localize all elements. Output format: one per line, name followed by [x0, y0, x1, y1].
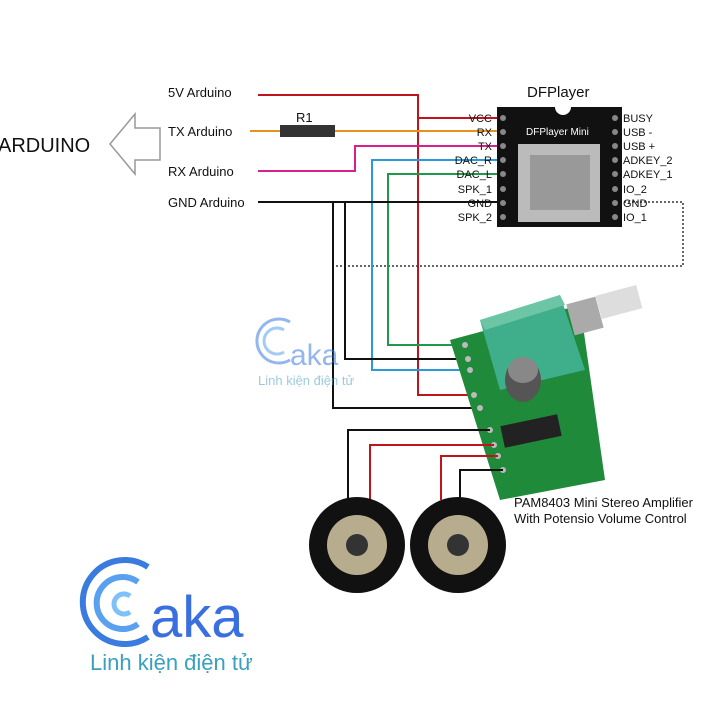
resistor-label: R1	[296, 110, 313, 125]
dac-l-wire	[387, 173, 500, 346]
df-pin-dac-l: DAC_L	[457, 169, 492, 181]
amp-caption-2: With Potensio Volume Control	[514, 511, 687, 526]
pam8403-board	[450, 284, 643, 500]
rx-wire	[258, 145, 500, 172]
watermark-brand: aka	[290, 339, 339, 372]
df-pin-io1: IO_1	[623, 212, 647, 224]
dfplayer-pins	[500, 115, 618, 220]
df-pin-dac-r: DAC_R	[455, 155, 492, 167]
speaker-left-pos-wire	[369, 444, 494, 500]
df-pin-adkey1: ADKEY_1	[623, 169, 673, 181]
arduino-label: ARDUINO	[0, 135, 90, 157]
vcc-wire	[258, 94, 500, 119]
speaker-left-icon	[309, 497, 405, 593]
df-pin-spk2: SPK_2	[458, 212, 492, 224]
sd-slot-inner	[530, 155, 590, 210]
df-pin-vcc: VCC	[469, 113, 492, 125]
df-pin-rx: RX	[477, 127, 493, 139]
vcc-amp-wire	[417, 118, 472, 396]
arduino-arrow-icon	[109, 111, 161, 177]
pin-label-gnd: GND Arduino	[168, 195, 245, 210]
gnd-amp-wire	[332, 202, 480, 409]
gnd-dotted-wire	[333, 201, 684, 267]
pin-label-rx: RX Arduino	[168, 164, 234, 179]
df-pin-usb-plus: USB +	[623, 141, 655, 153]
watermark-logo: aka Linh kiện điện tử	[255, 317, 354, 388]
df-pin-io2: IO_2	[623, 184, 647, 196]
brand-logo: aka Linh kiện điện tử	[79, 557, 253, 675]
brand-tagline: Linh kiện điện tử	[90, 650, 253, 675]
df-pin-gnd: GND	[468, 198, 493, 210]
dfplayer-chip-label: DFPlayer Mini	[526, 127, 589, 138]
watermark-tagline: Linh kiện điện tử	[258, 373, 354, 388]
resistor-r1	[280, 125, 335, 137]
df-pin-gnd-right: GND	[623, 198, 648, 210]
speaker-right-pos-wire	[440, 455, 498, 500]
dac-r-wire	[371, 159, 500, 371]
dfplayer-title: DFPlayer	[527, 84, 590, 101]
speaker-right-neg-wire	[459, 469, 503, 500]
df-pin-usb-minus: USB -	[623, 127, 653, 139]
gnd-amp-wire-2	[344, 202, 462, 360]
amp-caption-1: PAM8403 Mini Stereo Amplifier	[514, 495, 694, 510]
df-pin-adkey2: ADKEY_2	[623, 155, 673, 167]
df-pin-busy: BUSY	[623, 113, 654, 125]
pin-label-tx: TX Arduino	[168, 124, 232, 139]
df-pin-tx: TX	[478, 141, 493, 153]
pin-label-5v: 5V Arduino	[168, 85, 232, 100]
speaker-left-neg-wire	[347, 429, 490, 500]
brand-name: aka	[150, 585, 244, 650]
df-pin-spk1: SPK_1	[458, 184, 492, 196]
speaker-right-icon	[410, 497, 506, 593]
